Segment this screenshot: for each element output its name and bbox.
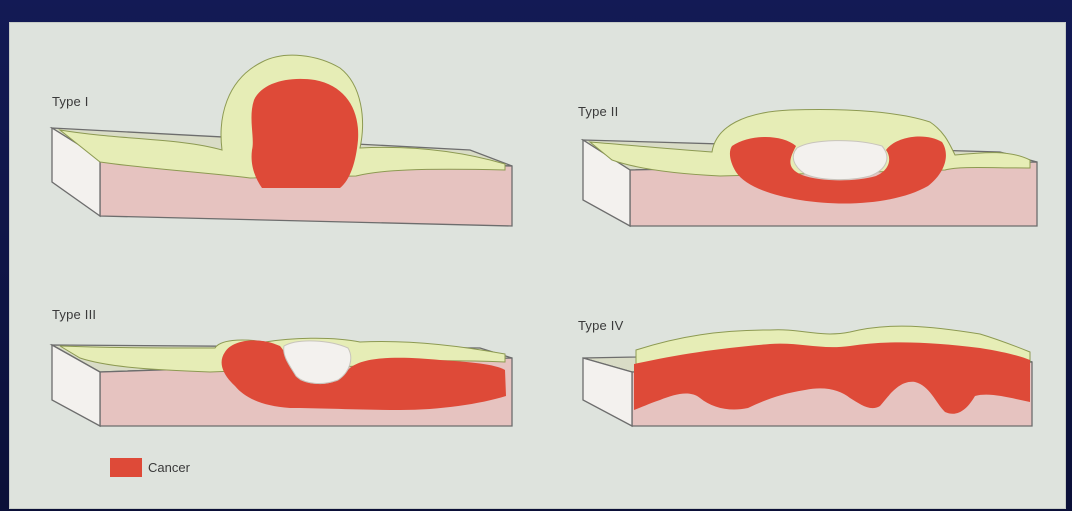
cancer-legend-swatch xyxy=(110,458,142,477)
legend: Cancer xyxy=(110,458,190,477)
cancer-legend-label: Cancer xyxy=(148,460,190,475)
type-1-cancer xyxy=(251,79,358,188)
type-2-ulcer-crater xyxy=(793,141,887,180)
type-4-label: Type IV xyxy=(578,318,623,333)
type-2-block xyxy=(583,110,1037,227)
type-3-label: Type III xyxy=(52,307,96,322)
type-3-block xyxy=(52,338,512,426)
type-1-block xyxy=(52,55,512,226)
type-2-label: Type II xyxy=(578,104,618,119)
type-4-block xyxy=(583,326,1032,426)
type-1-label: Type I xyxy=(52,94,89,109)
